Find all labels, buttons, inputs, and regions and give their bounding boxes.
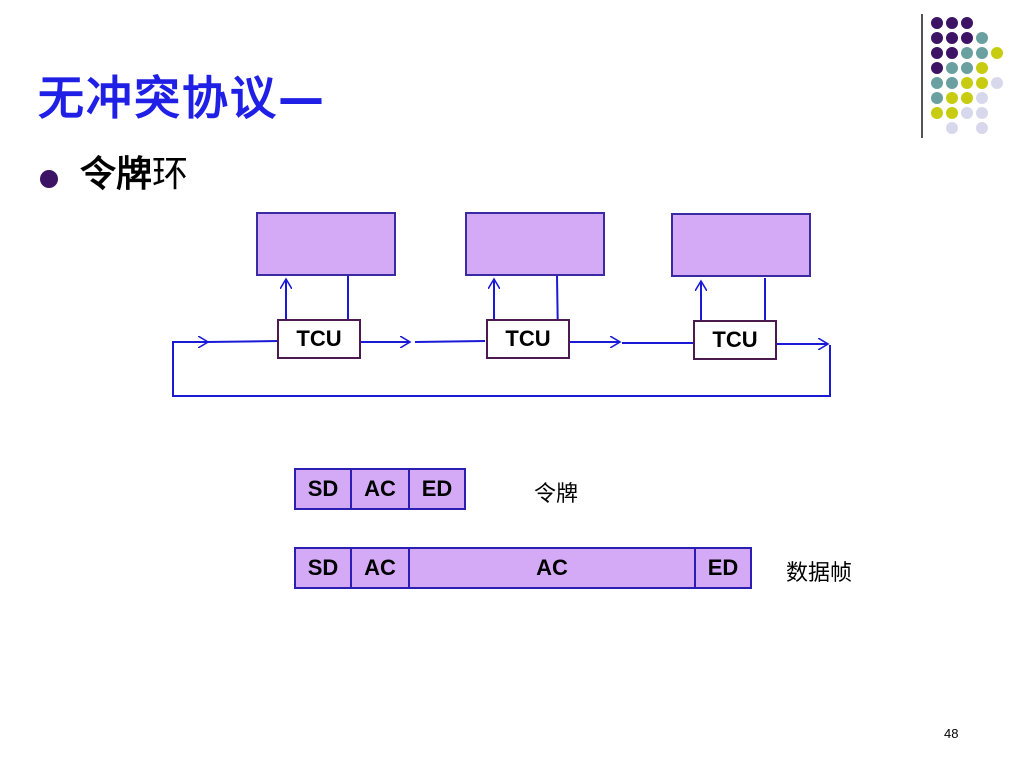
deco-dot — [946, 32, 958, 44]
deco-dot — [946, 92, 958, 104]
deco-dot — [946, 77, 958, 89]
deco-dot — [931, 17, 943, 29]
token-frame: SD AC ED — [294, 468, 466, 510]
deco-dot — [931, 32, 943, 44]
bullet-bold-text: 令牌 — [80, 154, 153, 195]
deco-dot — [946, 122, 958, 134]
bullet-dot-icon — [40, 170, 58, 188]
slide-title: 无冲突协议— — [38, 71, 326, 125]
ring-line-1-2b — [414, 340, 486, 343]
deco-dot — [991, 47, 1003, 59]
deco-dot — [976, 107, 988, 119]
bullet-rest-text: 环 — [152, 154, 189, 195]
page-number: 48 — [944, 726, 959, 741]
deco-dot — [976, 122, 988, 134]
deco-dot — [946, 62, 958, 74]
token-field-ed: ED — [408, 468, 466, 510]
deco-dot — [931, 92, 943, 104]
deco-dot — [931, 107, 943, 119]
tcu-box-2: TCU — [486, 319, 570, 359]
data-frame: SD AC AC ED — [294, 547, 752, 589]
bullet-text: 令牌环 — [80, 150, 188, 200]
deco-dot — [976, 92, 988, 104]
station-box-2 — [465, 212, 605, 276]
token-caption: 令牌 — [534, 482, 579, 507]
deco-dot — [961, 107, 973, 119]
deco-dot — [961, 92, 973, 104]
deco-dot — [976, 77, 988, 89]
data-field-sd: SD — [294, 547, 352, 589]
deco-dot — [976, 32, 988, 44]
data-frame-caption: 数据帧 — [786, 561, 853, 586]
data-field-ed: ED — [694, 547, 752, 589]
decorative-divider — [921, 14, 923, 138]
deco-dot — [961, 17, 973, 29]
station-box-3 — [671, 213, 811, 277]
token-field-ac: AC — [350, 468, 410, 510]
tcu-box-1: TCU — [277, 319, 361, 359]
deco-dot — [931, 47, 943, 59]
deco-dot — [946, 47, 958, 59]
deco-dot — [976, 62, 988, 74]
deco-dot — [961, 62, 973, 74]
deco-dot — [961, 32, 973, 44]
deco-dot — [946, 17, 958, 29]
deco-dot — [931, 62, 943, 74]
station-box-1 — [256, 212, 396, 276]
ring-line-in-1 — [206, 340, 279, 343]
deco-dot — [931, 77, 943, 89]
deco-dot — [946, 107, 958, 119]
deco-dot — [976, 47, 988, 59]
data-field-payload: AC — [408, 547, 696, 589]
deco-dot — [961, 77, 973, 89]
tcu-box-3: TCU — [693, 320, 777, 360]
deco-dot — [961, 47, 973, 59]
deco-dot — [991, 77, 1003, 89]
token-field-sd: SD — [294, 468, 352, 510]
data-field-ac: AC — [350, 547, 410, 589]
